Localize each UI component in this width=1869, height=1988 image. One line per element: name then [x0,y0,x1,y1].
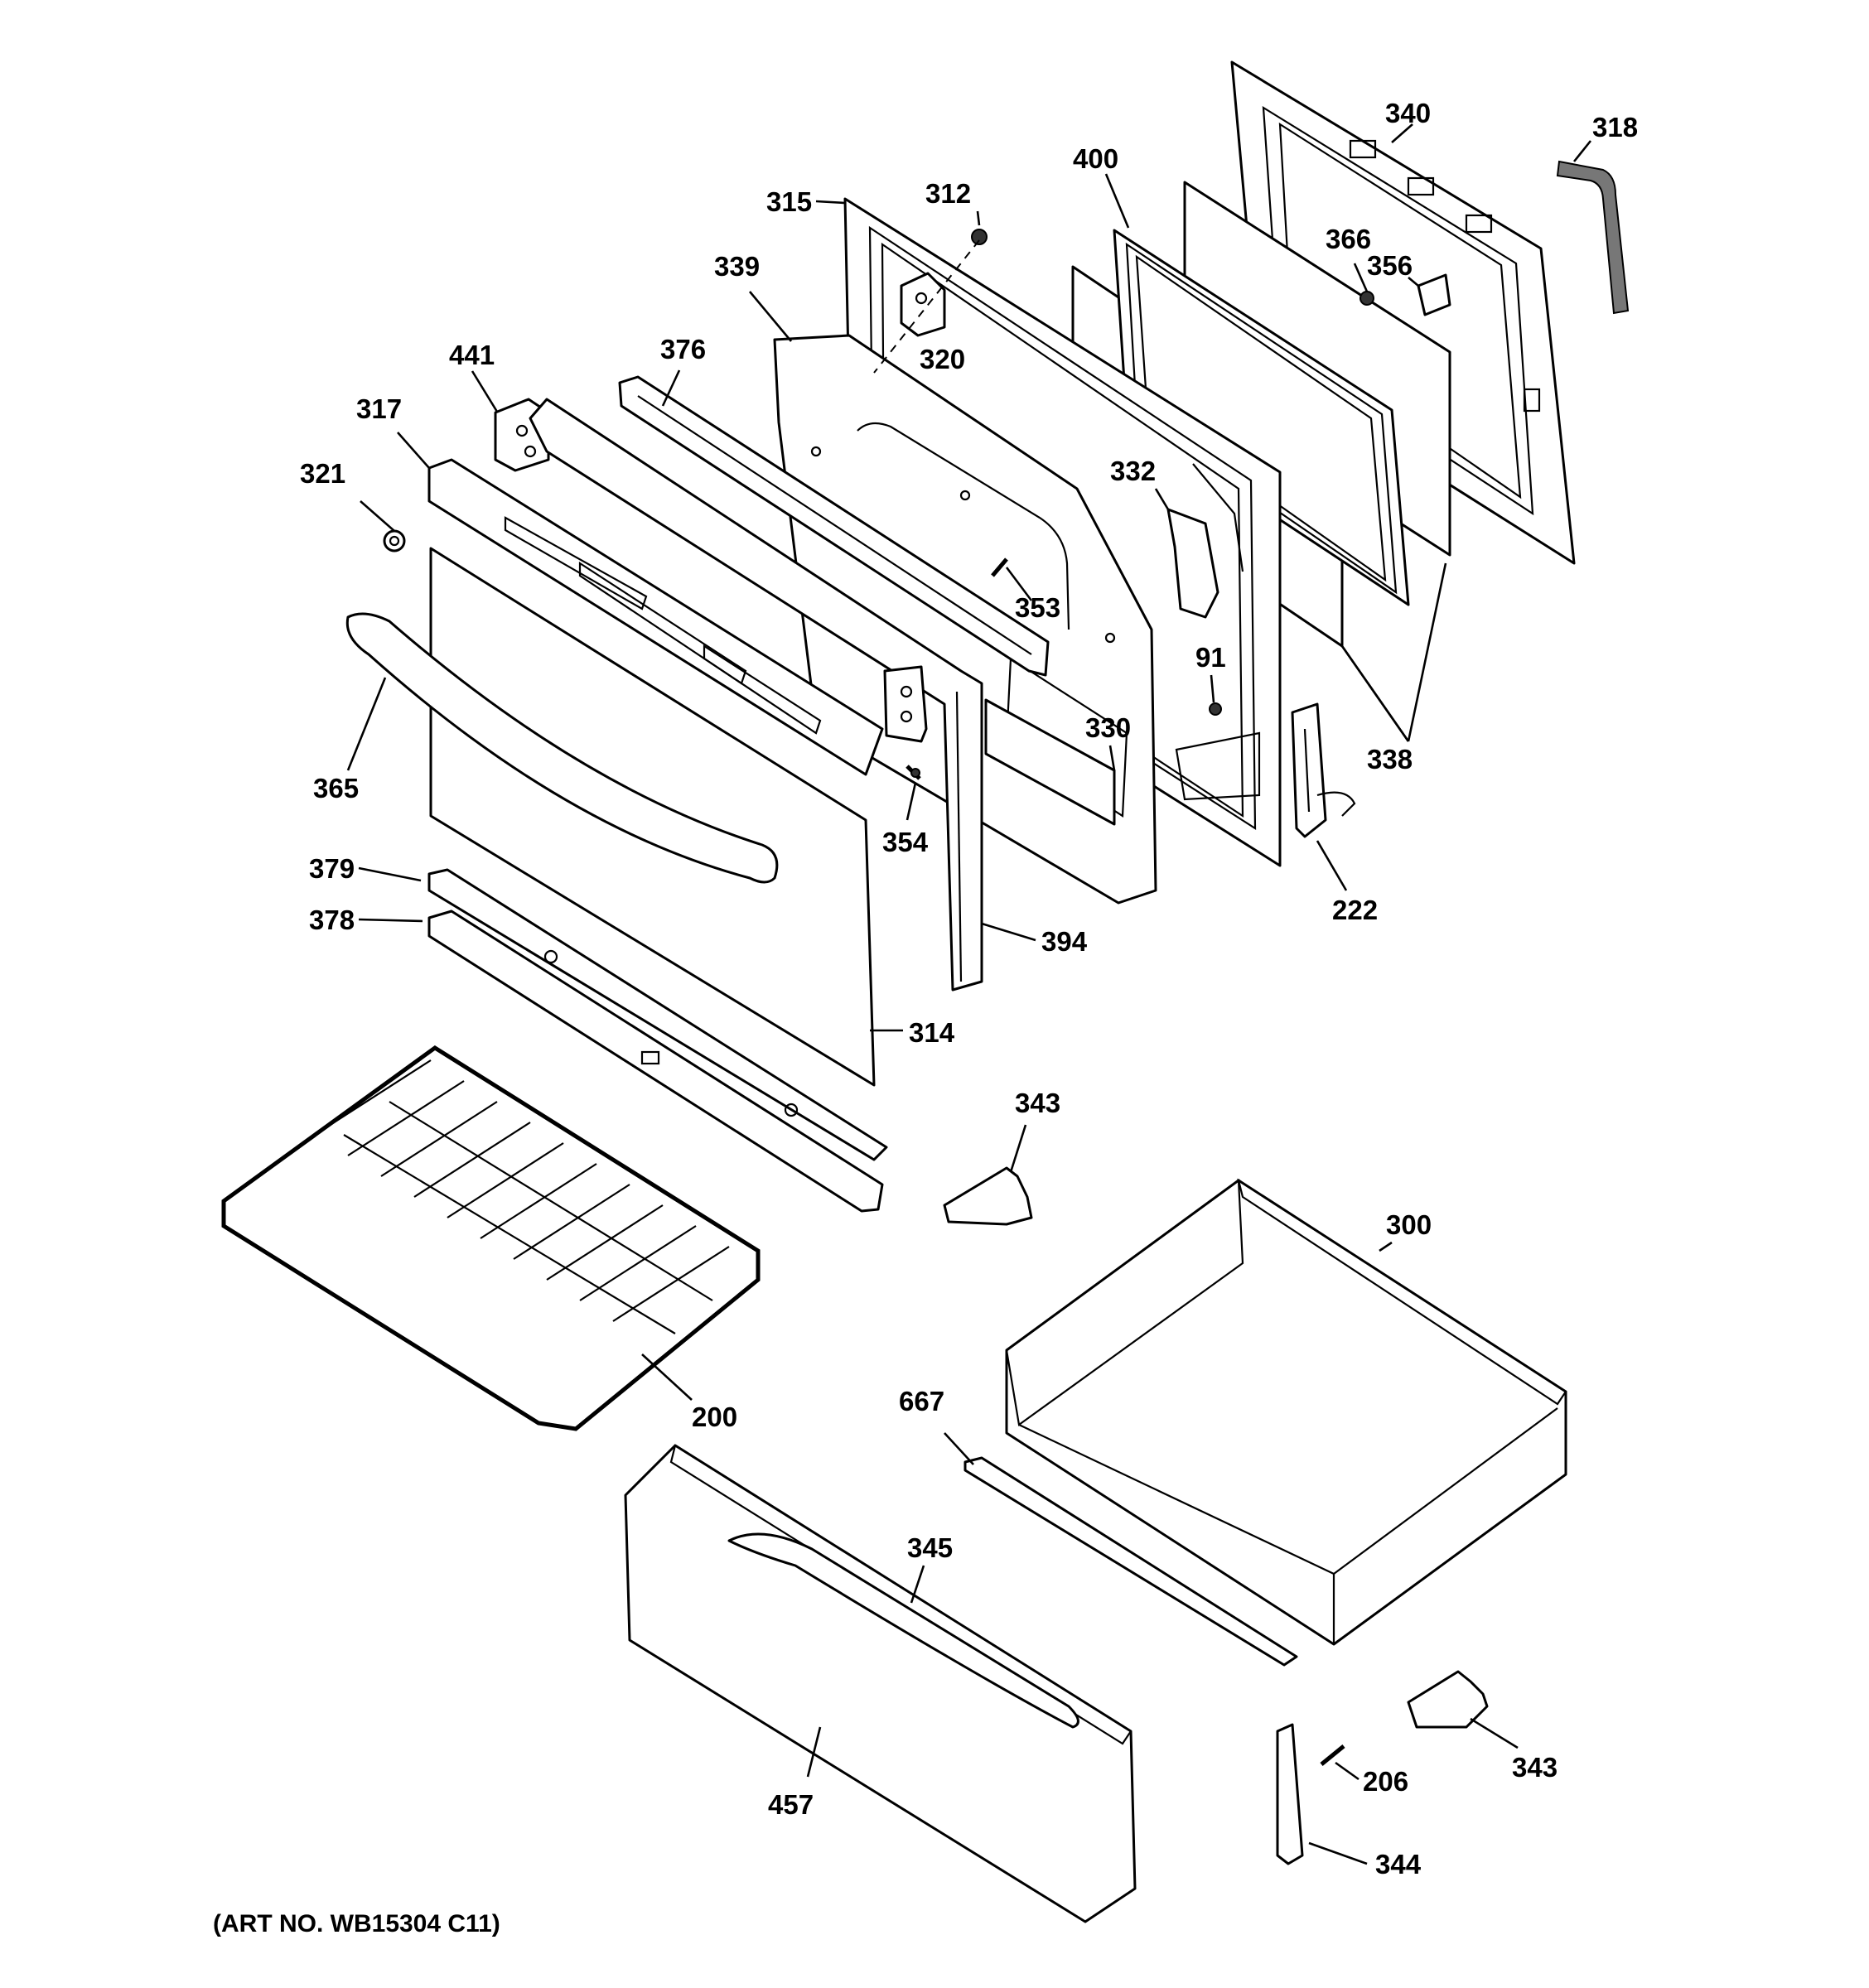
part-317-vent-trim [427,458,884,776]
callout-394: 394 [1041,926,1088,957]
part-343-upper-glide [943,1166,1033,1226]
part-378-bottom-trim [427,910,884,1213]
callout-400: 400 [1073,143,1118,174]
callout-200: 200 [692,1402,737,1432]
callout-353: 353 [1015,592,1060,623]
part-330-trim [984,698,1116,826]
callout-321: 321 [300,458,345,489]
part-667-strip [963,1456,1298,1667]
part-343-lower-glide [1407,1670,1489,1729]
part-320-hinge-bracket [900,272,946,337]
part-365-handle [345,612,779,884]
part-400-window-pack [1113,229,1410,606]
callout-457: 457 [768,1789,814,1820]
part-91-screw [1209,702,1222,716]
callout-343-upper: 343 [1015,1088,1060,1118]
leader-lines [346,123,1592,1865]
part-bracket-hinge-lower [883,665,928,743]
callout-labels: 340 318 400 312 315 366 356 339 320 441 … [300,98,1638,1879]
part-321-nut [383,529,406,552]
callout-354: 354 [882,827,929,857]
part-300-drawer-box [1005,1178,1567,1646]
art-number-caption: (ART NO. WB15304 C11) [213,1910,500,1937]
part-457-drawer-front [624,1444,1137,1923]
callout-343-lower: 343 [1512,1752,1558,1783]
part-332-insulation [1166,508,1219,619]
part-312-nut [971,229,988,245]
part-353-screw [991,557,1008,577]
callout-318: 318 [1592,112,1638,142]
callout-339: 339 [714,251,760,282]
callout-340: 340 [1385,98,1431,128]
callout-366: 366 [1326,224,1371,254]
callout-378: 378 [309,905,355,935]
callout-320: 320 [920,344,965,374]
callout-312: 312 [925,178,971,209]
callout-300: 300 [1386,1209,1432,1240]
callout-338: 338 [1367,744,1413,774]
callout-365: 365 [313,773,359,803]
callout-376: 376 [660,334,706,364]
callout-222: 222 [1332,895,1378,925]
part-356-clip [1417,273,1451,316]
part-354-screw [906,765,921,780]
part-345-drawer-handle [727,1532,1079,1729]
callout-441: 441 [449,340,495,370]
part-379-spacer [427,868,888,1161]
callout-206: 206 [1363,1766,1408,1797]
callout-344: 344 [1375,1849,1422,1879]
callout-330: 330 [1085,712,1131,743]
callout-345: 345 [907,1532,953,1563]
callout-379: 379 [309,853,355,884]
callout-91: 91 [1195,642,1226,673]
callout-356: 356 [1367,250,1413,281]
part-394-door-frame [529,398,983,992]
callout-667: 667 [899,1386,944,1416]
part-376-door-trim [618,375,1050,677]
callout-314: 314 [909,1017,955,1048]
part-318-door-gasket [1556,160,1630,315]
callout-315: 315 [766,186,812,217]
part-366-screw [1359,291,1374,306]
part-344-drawer-rail [1276,1723,1304,1865]
callout-317: 317 [356,393,402,424]
callout-332: 332 [1110,456,1156,486]
part-200-oven-rack [221,1045,761,1431]
part-222-hinge [1291,702,1356,838]
part-206-screw [1320,1744,1345,1766]
